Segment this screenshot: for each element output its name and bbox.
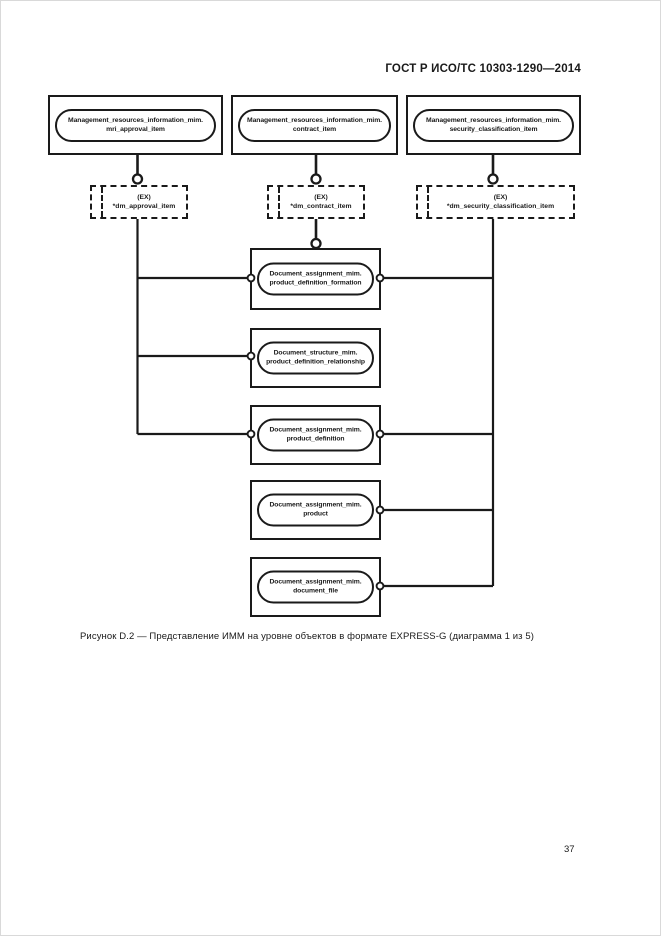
schema-name: Management_resources_information_mim.	[68, 116, 203, 124]
entity-box-product-definition-relationship: Document_structure_mim. product_definiti…	[250, 328, 381, 388]
schema-name: Document_assignment_mim.	[269, 578, 362, 586]
entity-box-document-file: Document_assignment_mim. document_file	[250, 557, 381, 617]
ref-box-divider	[101, 187, 103, 217]
schema-name: Management_resources_information_mim.	[426, 116, 561, 124]
entity-oval-security-classification-item: Management_resources_information_mim. se…	[413, 109, 574, 142]
ref-marker: (EX)	[314, 194, 328, 201]
schema-name: Document_structure_mim.	[273, 349, 358, 357]
entity-oval-product-definition: Document_assignment_mim. product_definit…	[257, 418, 374, 452]
entity-oval-contract-item: Management_resources_information_mim. co…	[238, 109, 391, 142]
entity-box-product-definition: Document_assignment_mim. product_definit…	[250, 405, 381, 465]
entity-oval-product-definition-formation: Document_assignment_mim. product_definit…	[257, 262, 374, 296]
entity-name: product_definition_relationship	[266, 358, 365, 365]
schema-box-contract-item: Management_resources_information_mim. co…	[231, 95, 398, 155]
entity-oval-document-file: Document_assignment_mim. document_file	[257, 570, 374, 604]
page-ref-box-dm-contract-item: (EX) *dm_contract_item	[267, 185, 365, 219]
ref-label: *dm_contract_item	[290, 203, 352, 210]
entity-name: document_file	[293, 587, 338, 594]
entity-name: security_classification_item	[449, 125, 538, 133]
entity-name: contract_item	[292, 125, 337, 133]
document-header-title: ГОСТ Р ИСО/ТС 10303-1290—2014	[385, 63, 581, 75]
page-ref-box-dm-security-classification-item: (EX) *dm_security_classification_item	[416, 185, 575, 219]
entity-oval-mri-approval-item: Management_resources_information_mim. mr…	[55, 109, 216, 142]
entity-oval-product: Document_assignment_mim. product	[257, 493, 374, 527]
ref-marker: (EX)	[137, 194, 151, 201]
schema-box-security-classification-item: Management_resources_information_mim. se…	[406, 95, 581, 155]
schema-name: Document_assignment_mim.	[269, 501, 362, 509]
ref-box-divider	[427, 187, 429, 217]
ref-label: *dm_approval_item	[112, 203, 176, 210]
entity-name: product_definition_formation	[269, 279, 362, 286]
page-number: 37	[564, 844, 575, 855]
page-ref-box-dm-approval-item: (EX) *dm_approval_item	[90, 185, 188, 219]
schema-box-mri-approval-item: Management_resources_information_mim. mr…	[48, 95, 223, 155]
figure-caption: Рисунок D.2 — Представление ИММ на уровн…	[80, 631, 534, 642]
entity-box-product-definition-formation: Document_assignment_mim. product_definit…	[250, 248, 381, 310]
entity-oval-product-definition-relationship: Document_structure_mim. product_definiti…	[257, 341, 374, 375]
ref-label: *dm_security_classification_item	[446, 203, 555, 210]
schema-name: Management_resources_information_mim.	[247, 116, 382, 124]
entity-name: mri_approval_item	[106, 125, 165, 133]
schema-name: Document_assignment_mim.	[269, 270, 362, 278]
ref-box-divider	[278, 187, 280, 217]
entity-name: product_definition	[286, 435, 345, 442]
entity-box-product: Document_assignment_mim. product	[250, 480, 381, 540]
ref-marker: (EX)	[493, 194, 508, 201]
schema-name: Document_assignment_mim.	[269, 426, 362, 434]
entity-name: product	[303, 510, 328, 517]
